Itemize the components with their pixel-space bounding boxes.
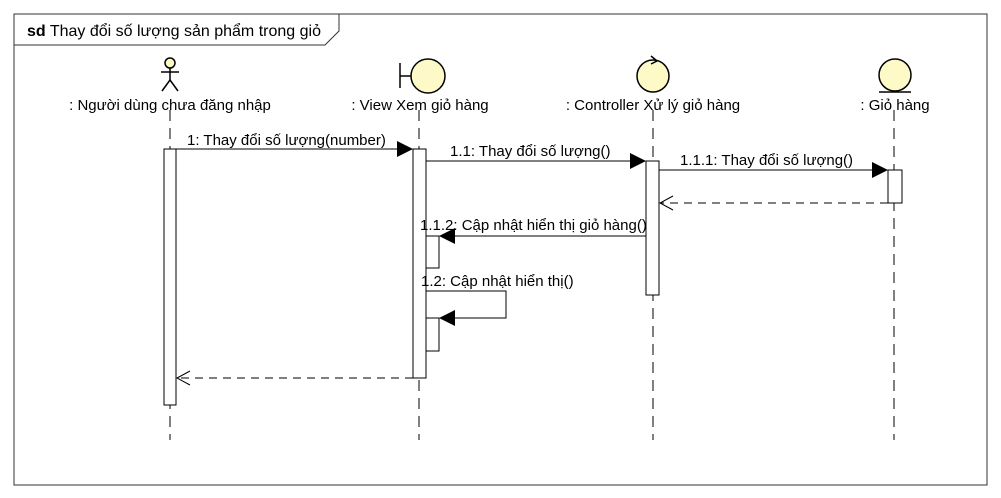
- message-label-1-2: 1.2: Cập nhật hiển thị(): [421, 273, 574, 290]
- message-1-2: 1.2: Cập nhật hiển thị(): [421, 273, 574, 326]
- message-1-1: 1.1: Thay đổi số lượng(): [426, 143, 646, 169]
- activation-view: [412, 148, 427, 379]
- participant-label-controller: : Controller Xử lý giỏ hàng: [566, 97, 740, 114]
- participant-cart[interactable]: : Giỏ hàng: [860, 58, 930, 114]
- message-1-1-2: 1.1.2: Cập nhật hiển thị giỏ hàng(): [420, 217, 647, 244]
- participant-label-cart: : Giỏ hàng: [860, 97, 929, 114]
- activation-user: [163, 148, 177, 406]
- participant-label-user: : Người dùng chưa đăng nhập: [69, 97, 271, 114]
- message-1-1-1: 1.1.1: Thay đổi số lượng(): [659, 152, 888, 178]
- actor-icon: [161, 57, 179, 92]
- activation-controller: [645, 160, 660, 296]
- participant-label-view: : View Xem giỏ hàng: [351, 97, 488, 114]
- return-message-cart: [658, 195, 888, 211]
- message-1: 1: Thay đổi số lượng(number): [176, 132, 413, 157]
- activation-view-nested-1: [425, 235, 440, 269]
- frame-title-tab: [14, 14, 340, 46]
- boundary-icon: [399, 58, 446, 94]
- participant-controller[interactable]: : Controller Xử lý giỏ hàng: [566, 55, 740, 114]
- return-message-user: [175, 370, 413, 386]
- message-label-1-1: 1.1: Thay đổi số lượng(): [450, 143, 611, 160]
- frame-name: Thay đổi số lượng sản phẩm trong giỏ: [50, 22, 321, 40]
- entity-icon: [878, 58, 912, 93]
- message-label-1-1-2: 1.1.2: Cập nhật hiển thị giỏ hàng(): [420, 217, 647, 234]
- message-label-1: 1: Thay đổi số lượng(number): [187, 132, 386, 149]
- participant-user[interactable]: : Người dùng chưa đăng nhập: [69, 57, 271, 114]
- participant-view[interactable]: : View Xem giỏ hàng: [351, 58, 489, 114]
- frame-keyword: sd: [27, 23, 46, 40]
- activation-view-nested-2: [425, 317, 440, 352]
- frame-title: sd Thay đổi số lượng sản phẩm trong giỏ: [27, 22, 321, 40]
- diagram-frame: [13, 13, 988, 486]
- control-icon: [636, 55, 670, 93]
- message-label-1-1-1: 1.1.1: Thay đổi số lượng(): [680, 152, 853, 169]
- activation-cart: [887, 169, 903, 204]
